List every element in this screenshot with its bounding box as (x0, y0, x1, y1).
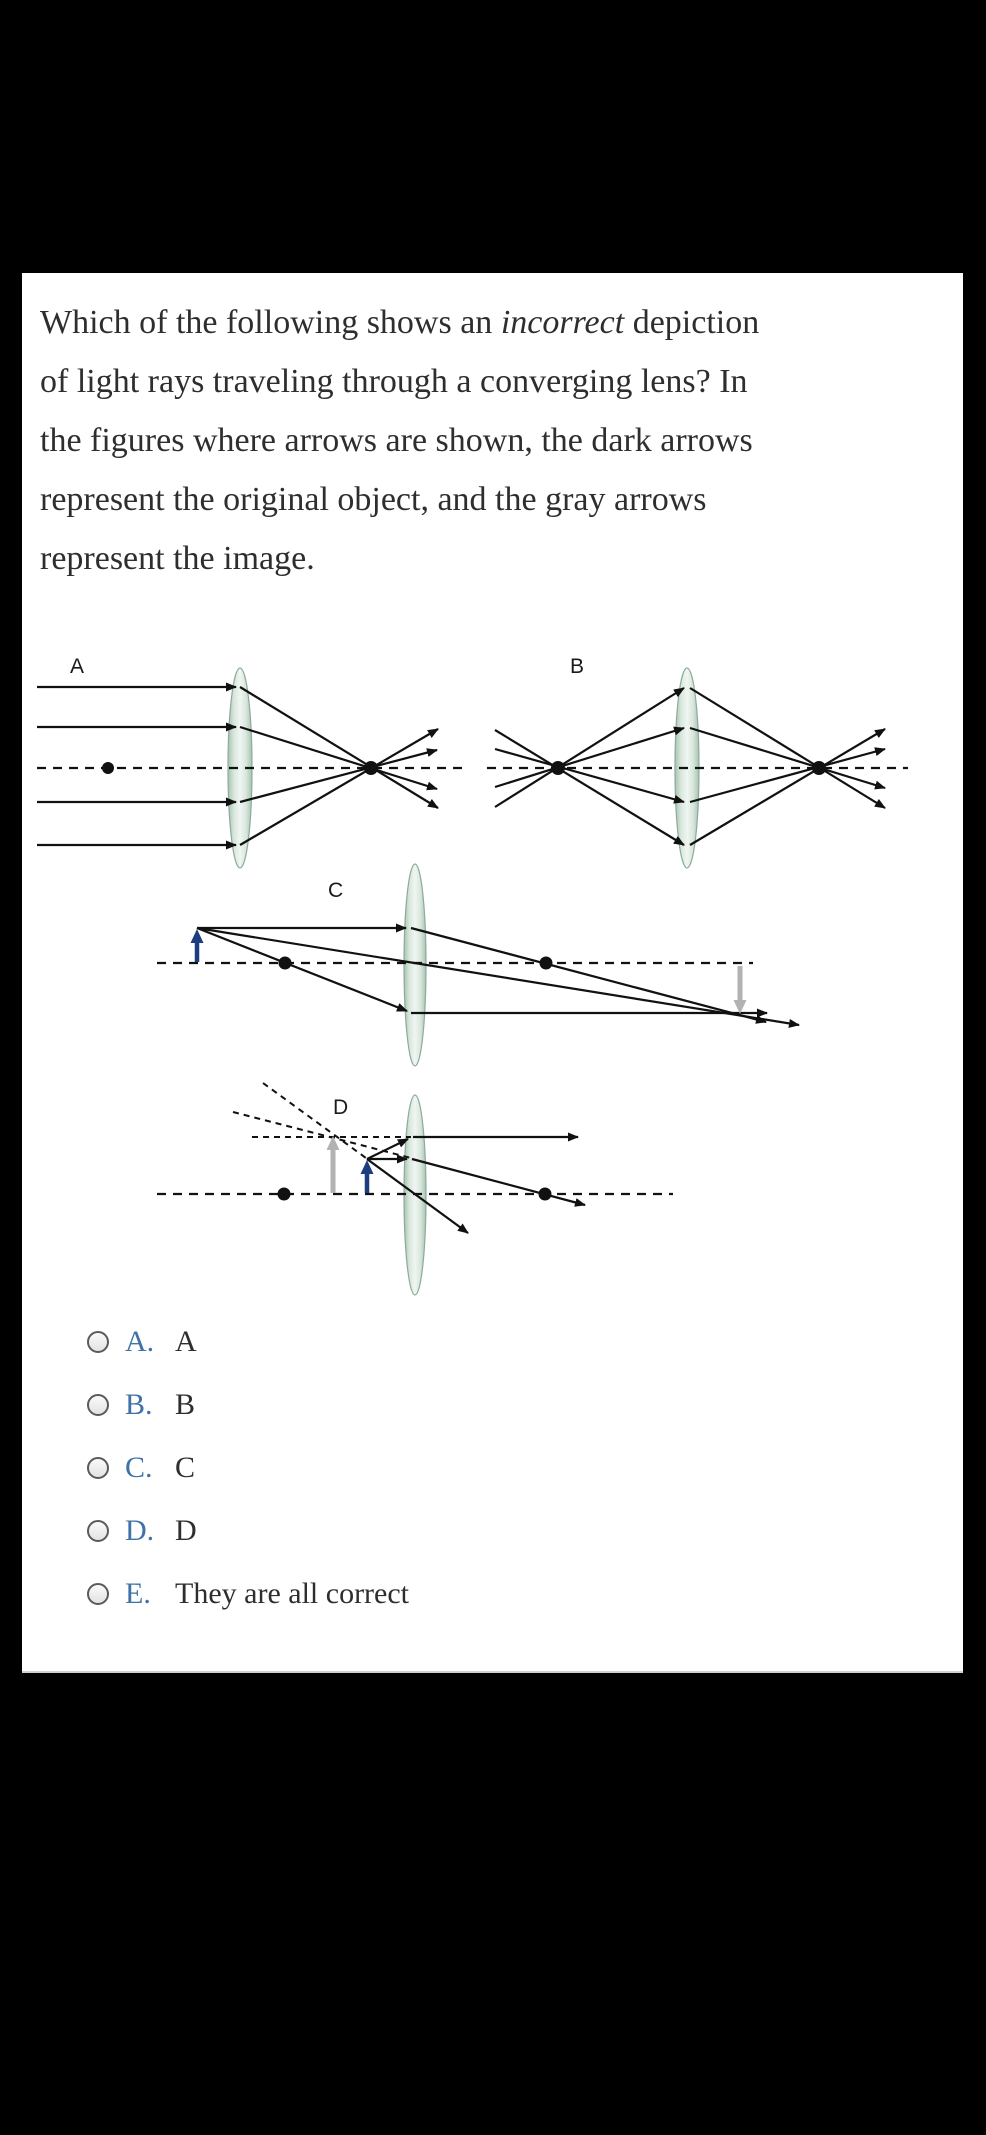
light-ray (366, 1158, 469, 1234)
option-row-c[interactable]: C. C (87, 1436, 787, 1499)
focal-point-dot (102, 762, 114, 774)
focal-point-dot (812, 761, 826, 775)
question-italic-word: incorrect (500, 304, 625, 341)
radio-button-b[interactable] (87, 1393, 109, 1416)
radio-button-e[interactable] (87, 1582, 109, 1605)
light-ray (689, 728, 886, 846)
option-row-b[interactable]: B. B (87, 1373, 787, 1436)
radio-button-d[interactable] (87, 1519, 109, 1542)
focal-point-dot (277, 1187, 291, 1201)
question-line: represent the original object, and the g… (40, 481, 707, 518)
figure-label-a: A (70, 655, 84, 678)
option-letter: D. (125, 1513, 155, 1547)
focal-point-dot (278, 956, 292, 970)
focal-point-dot (364, 761, 378, 775)
option-text: A (175, 1324, 197, 1358)
question-line: the figures where arrows are shown, the … (40, 422, 753, 459)
question-line: of light rays traveling through a conver… (40, 363, 748, 400)
option-letter: A. (125, 1324, 155, 1358)
light-ray (494, 747, 685, 804)
light-ray (689, 687, 886, 809)
light-ray (494, 726, 685, 789)
question-text: Which of the following shows an incorrec… (40, 293, 945, 588)
option-text: C (175, 1450, 196, 1484)
option-row-a[interactable]: A. A (87, 1310, 787, 1373)
figure-c: C (157, 863, 800, 1067)
light-ray (239, 728, 439, 846)
option-text: D (175, 1513, 197, 1547)
light-ray (494, 729, 685, 846)
radio-button-a[interactable] (87, 1330, 109, 1353)
figure-b: B (487, 655, 908, 869)
virtual-ray-extension (232, 1111, 412, 1159)
figure-a: A (37, 655, 466, 869)
option-row-d[interactable]: D. D (87, 1499, 787, 1562)
figure-label-c: C (328, 879, 343, 902)
option-text: B (175, 1387, 196, 1421)
question-line: represent the image. (40, 540, 315, 577)
answer-options: A. A B. B C. C D. D E. They are all (87, 1310, 787, 1625)
option-letter: B. (125, 1387, 153, 1421)
focal-point-dot (538, 1187, 552, 1201)
light-ray (494, 687, 685, 808)
object-arrow-c (190, 929, 204, 962)
light-ray (196, 926, 800, 1028)
option-text: They are all correct (175, 1576, 410, 1610)
light-ray (689, 747, 886, 804)
figure-d: D (157, 1082, 673, 1296)
figure-label-b: B (570, 655, 584, 678)
light-ray (410, 926, 767, 1024)
lens-diagrams: A B (37, 655, 908, 1296)
image-arrow-d (326, 1136, 340, 1193)
virtual-ray-extension (262, 1082, 367, 1159)
object-arrow-d (360, 1160, 374, 1193)
light-ray (239, 686, 439, 809)
option-row-e[interactable]: E. They are all correct (87, 1562, 787, 1625)
light-ray (689, 726, 886, 790)
radio-button-c[interactable] (87, 1456, 109, 1479)
option-letter: E. (125, 1576, 151, 1610)
light-ray (196, 926, 408, 1013)
question-card: Which of the following shows an incorrec… (22, 273, 963, 1673)
focal-point-dot (551, 761, 565, 775)
focal-point-dot (539, 956, 553, 970)
option-letter: C. (125, 1450, 153, 1484)
figure-label-d: D (333, 1096, 348, 1119)
light-ray (239, 725, 438, 791)
light-ray (411, 1157, 586, 1207)
light-ray (239, 748, 438, 804)
image-arrow-c (733, 966, 747, 1014)
light-ray (366, 1138, 409, 1160)
question-line: Which of the following shows an incorrec… (40, 304, 760, 341)
